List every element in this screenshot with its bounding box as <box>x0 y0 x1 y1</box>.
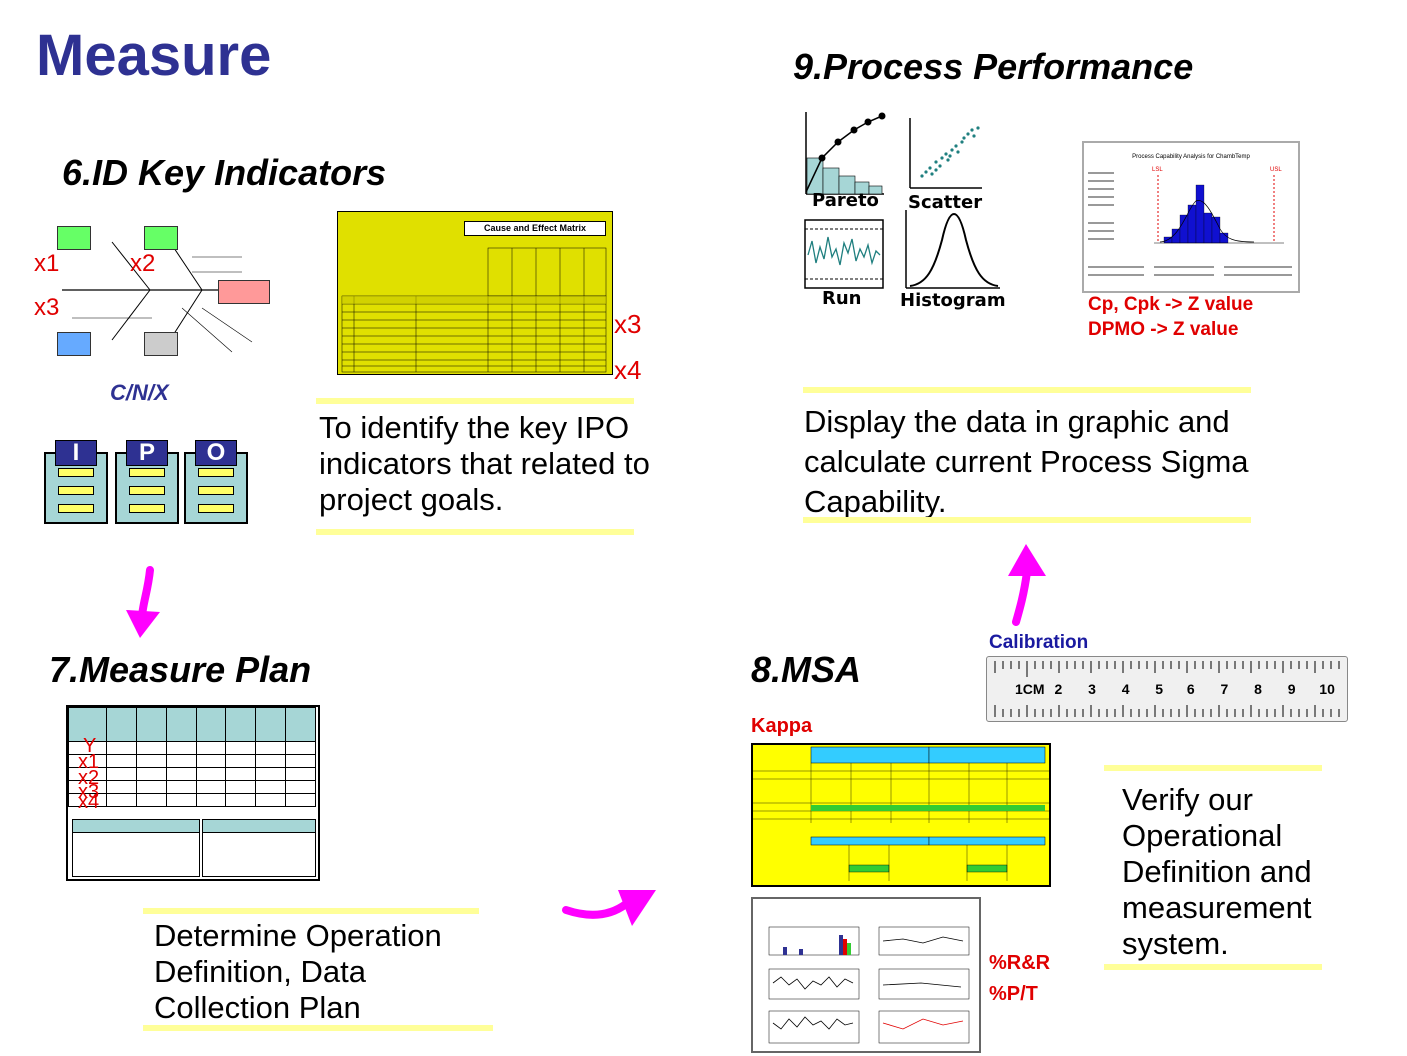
histogram-chart <box>905 210 1000 289</box>
step6-desc-top-line <box>316 398 634 404</box>
step8-desc-top-line <box>1104 765 1322 771</box>
plan-row-x4: x4 <box>78 791 100 813</box>
matrix-label-x4: x4 <box>614 355 642 385</box>
ruler-ticks <box>994 661 1340 717</box>
arrow-down-icon <box>126 566 160 638</box>
matrix-label-x3: x3 <box>614 309 642 339</box>
capability-histogram <box>1088 172 1292 276</box>
step6-heading: 6.ID Key Indicators <box>62 152 387 193</box>
cp-cpk-note: Cp, Cpk -> Z value <box>1088 294 1254 315</box>
run-chart <box>804 219 884 289</box>
ruler-number: 4 <box>1121 681 1130 697</box>
step8-desc-bottom-line <box>1104 964 1322 970</box>
fishbone-lines <box>62 241 253 353</box>
pareto-chart <box>805 112 886 195</box>
ruler-number: 8 <box>1254 681 1262 697</box>
ipo-card-output <box>184 452 248 524</box>
ipo-head-output: O <box>195 440 237 466</box>
step7-heading: 7.Measure Plan <box>49 649 312 690</box>
step9-desc-bottom-line <box>803 517 1251 523</box>
ruler-numbers: 1CM 2 3 4 5 6 7 8 9 10 <box>1015 681 1345 697</box>
ruler: 1CM 2 3 4 5 6 7 8 9 10 <box>986 656 1348 722</box>
arrow-right-icon <box>562 890 656 926</box>
step8-description: Verify our Operational Definition and me… <box>1122 782 1312 961</box>
measure-plan-sheet <box>66 705 320 881</box>
kappa-table <box>751 743 1051 887</box>
step7-desc-bottom-line <box>143 1025 493 1031</box>
step6-description: To identify the key IPO indicators that … <box>319 410 650 517</box>
calibration-label: Calibration <box>989 632 1089 653</box>
fishbone-diagram <box>52 222 272 362</box>
ruler-number: 10 <box>1319 681 1335 697</box>
pareto-label: Pareto <box>812 190 879 211</box>
ruler-number: 5 <box>1155 681 1164 697</box>
histogram-label: Histogram <box>900 290 1006 311</box>
page-title: Measure <box>36 23 272 88</box>
ruler-number: 1CM <box>1015 681 1045 697</box>
scatter-label: Scatter <box>908 192 983 213</box>
ruler-number: 3 <box>1088 681 1096 697</box>
kappa-grid <box>753 746 1049 881</box>
capability-usl: USL <box>1270 167 1282 173</box>
step8-heading: 8.MSA <box>751 649 862 690</box>
plan-row-x3: x3 <box>78 781 100 803</box>
measure-plan-lower-right <box>202 819 316 877</box>
cause-effect-matrix: Cause and Effect Matrix <box>337 211 613 375</box>
fishbone-label-x3: x3 <box>34 294 60 321</box>
plan-row-x1: x1 <box>78 751 100 773</box>
step6-desc-bottom-line <box>316 529 634 535</box>
kappa-label: Kappa <box>751 715 813 737</box>
fishbone-method-box <box>57 332 91 356</box>
fishbone-personnel-box <box>57 226 91 250</box>
plan-row-y: Y <box>83 735 97 757</box>
ruler-number: 7 <box>1220 681 1229 697</box>
arrow-up-icon <box>1008 544 1046 626</box>
ruler-number: 6 <box>1186 681 1195 697</box>
ruler-number: 9 <box>1287 681 1296 697</box>
fishbone-label-x2: x2 <box>130 250 156 277</box>
ruler-number: 2 <box>1054 681 1063 697</box>
capability-lsl: LSL <box>1152 167 1163 173</box>
cnx-label: C/N/X <box>110 380 169 405</box>
step9-description: Display the data in graphic and calculat… <box>804 404 1249 519</box>
measure-plan-lower-left <box>72 819 200 877</box>
pt-label: %P/T <box>989 983 1038 1005</box>
fishbone-machine-box <box>144 226 178 250</box>
step7-description: Determine Operation Definition, Data Col… <box>154 918 442 1025</box>
gage-rr-chart <box>751 897 981 1053</box>
fishbone-label-x1: x1 <box>34 250 60 277</box>
capability-title: Process Capability Analysis for ChambTem… <box>1132 154 1250 160</box>
fishbone-effect-box <box>218 280 270 304</box>
ipo-head-process: P <box>126 440 168 466</box>
gage-rr-plots <box>768 926 970 1044</box>
step7-desc-top-line <box>143 908 479 914</box>
ipo-head-input: I <box>55 440 97 466</box>
capability-chart: Process Capability Analysis for ChambTem… <box>1082 141 1300 293</box>
dpmo-note: DPMO -> Z value <box>1088 319 1239 340</box>
fishbone-material-box <box>144 332 178 356</box>
step9-heading: 9.Process Performance <box>793 46 1194 87</box>
measure-plan-table <box>68 707 316 807</box>
step9-desc-top-line <box>803 387 1251 393</box>
rr-label: %R&R <box>989 952 1051 974</box>
plan-row-x2: x2 <box>78 767 100 789</box>
run-label: Run <box>822 288 862 309</box>
matrix-grid <box>341 247 607 373</box>
matrix-title: Cause and Effect Matrix <box>464 221 606 236</box>
scatter-chart <box>909 118 982 189</box>
